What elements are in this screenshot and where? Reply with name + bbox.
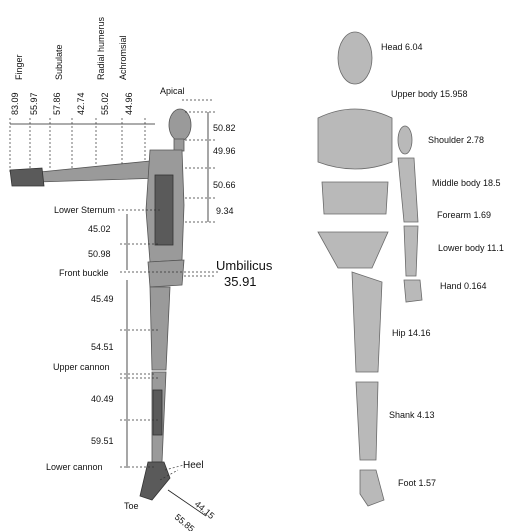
right-dimensions: 50.82 49.96 50.66 9.34: [185, 112, 236, 222]
label-finger: Finger: [14, 54, 24, 80]
top-labels: Finger Subulate Radial humerus Achromsia…: [14, 16, 128, 80]
segment-label: Head 6.04: [381, 42, 423, 52]
foot-value: 44.15: [193, 499, 217, 521]
mid-value: 45.02: [88, 224, 111, 234]
segment-label: Lower body 11.1: [438, 243, 504, 253]
segment-forearm: [404, 226, 418, 276]
segment-lower-body: [318, 232, 388, 268]
right-value: 49.96: [213, 146, 236, 156]
left-neck: [174, 139, 184, 151]
right-value: 50.82: [213, 123, 236, 133]
top-value: 44.96: [124, 92, 134, 115]
segment-label: Foot 1.57: [398, 478, 436, 488]
segment-label: Upper body 15.958: [391, 89, 468, 99]
label-toe: Toe: [124, 501, 139, 511]
right-value: 50.66: [213, 180, 236, 190]
label-radial-humerus: Radial humerus: [96, 16, 106, 80]
left-arm: [38, 160, 162, 182]
right-value: 9.34: [216, 206, 234, 216]
leg-value: 54.51: [91, 342, 114, 352]
leg-value: 59.51: [91, 436, 114, 446]
segment-label: Hand 0.164: [440, 281, 487, 291]
segment-head: [338, 32, 372, 84]
mid-value: 50.98: [88, 249, 111, 259]
umbilicus-value: 35.91: [224, 274, 257, 289]
left-hand: [10, 168, 44, 186]
label-heel: Heel: [183, 460, 204, 471]
segment-labels: Head 6.04 Upper body 15.958 Shoulder 2.7…: [381, 42, 504, 488]
segment-shoulder: [398, 126, 412, 154]
top-value: 83.09: [10, 92, 20, 115]
leg-value: 40.49: [91, 394, 114, 404]
segment-label: Shank 4.13: [389, 410, 435, 420]
top-value: 55.97: [29, 92, 39, 115]
left-foot: [140, 462, 170, 500]
leg-value: 45.49: [91, 294, 114, 304]
label-upper-cannon: Upper cannon: [53, 362, 110, 372]
segment-hip: [352, 272, 382, 372]
segment-middle-body: [322, 182, 388, 214]
label-achromsial: Achromsial: [118, 35, 128, 80]
label-subulate: Subulate: [54, 44, 64, 80]
left-pelvis: [148, 260, 184, 287]
top-value: 55.02: [100, 92, 110, 115]
label-front-buckle: Front buckle: [59, 268, 109, 278]
segment-label: Forearm 1.69: [437, 210, 491, 220]
segment-label: Hip 14.16: [392, 328, 431, 338]
segment-hand: [404, 280, 422, 302]
label-lower-cannon: Lower cannon: [46, 462, 103, 472]
segment-shank: [356, 382, 378, 460]
label-lower-sternum: Lower Sternum: [54, 205, 115, 215]
heel-line: [165, 465, 184, 470]
label-apical: Apical: [160, 86, 185, 96]
segment-upper-body: [318, 109, 392, 169]
right-figure: [318, 32, 422, 506]
top-dimension-values: 83.09 55.97 57.86 42.74 55.02 44.96: [10, 92, 134, 115]
segment-upper-arm: [398, 158, 418, 222]
label-umbilicus: Umbilicus: [216, 258, 273, 273]
foot-value: 55.85: [173, 512, 197, 531]
segment-foot: [360, 470, 384, 506]
top-value: 57.86: [52, 92, 62, 115]
segment-label: Middle body 18.5: [432, 178, 501, 188]
left-head: [169, 109, 191, 141]
segment-label: Shoulder 2.78: [428, 135, 484, 145]
left-shank-frame: [153, 390, 162, 435]
top-value: 42.74: [76, 92, 86, 115]
left-thigh: [150, 287, 170, 370]
left-torso-frame: [155, 175, 173, 245]
